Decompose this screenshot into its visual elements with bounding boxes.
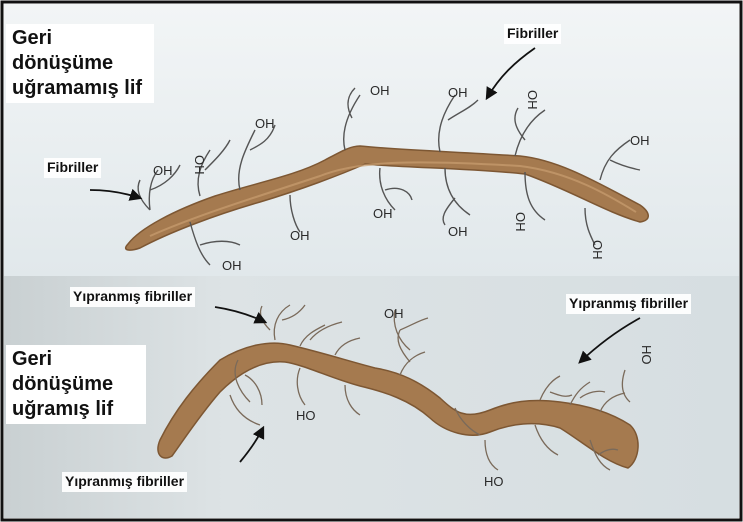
oh-label: OH [448,224,468,239]
oh-label: OH [222,258,242,273]
oh-label-rotated: OH [192,155,207,175]
top-panel-title: Geri dönüşüme uğramamış lif [6,24,154,103]
oh-label: OH [255,116,275,131]
label-fibrils-left: Fibriller [44,158,101,178]
oh-label: OH [153,163,173,178]
oh-label: OH [448,85,468,100]
label-frayed-right: Yıpranmış fibriller [566,294,691,314]
oh-label: OH [370,83,390,98]
label-frayed-bottom-left: Yıpranmış fibriller [62,472,187,492]
ho-label: HO [296,408,316,423]
ho-label-rotated: HO [639,345,654,365]
ho-label: HO [484,474,504,489]
bottom-panel-title: Geri dönüşüme uğramış lif [6,345,146,424]
oh-label: OH [373,206,393,221]
oh-label: OH [384,306,404,321]
oh-label-rotated: OH [513,212,528,232]
oh-label-rotated: OH [525,90,540,110]
label-frayed-top-left: Yıpranmış fibriller [70,287,195,307]
oh-label: OH [630,133,650,148]
oh-label-rotated: OH [590,240,605,260]
label-fibrils-top: Fibriller [504,24,561,44]
oh-label: OH [290,228,310,243]
